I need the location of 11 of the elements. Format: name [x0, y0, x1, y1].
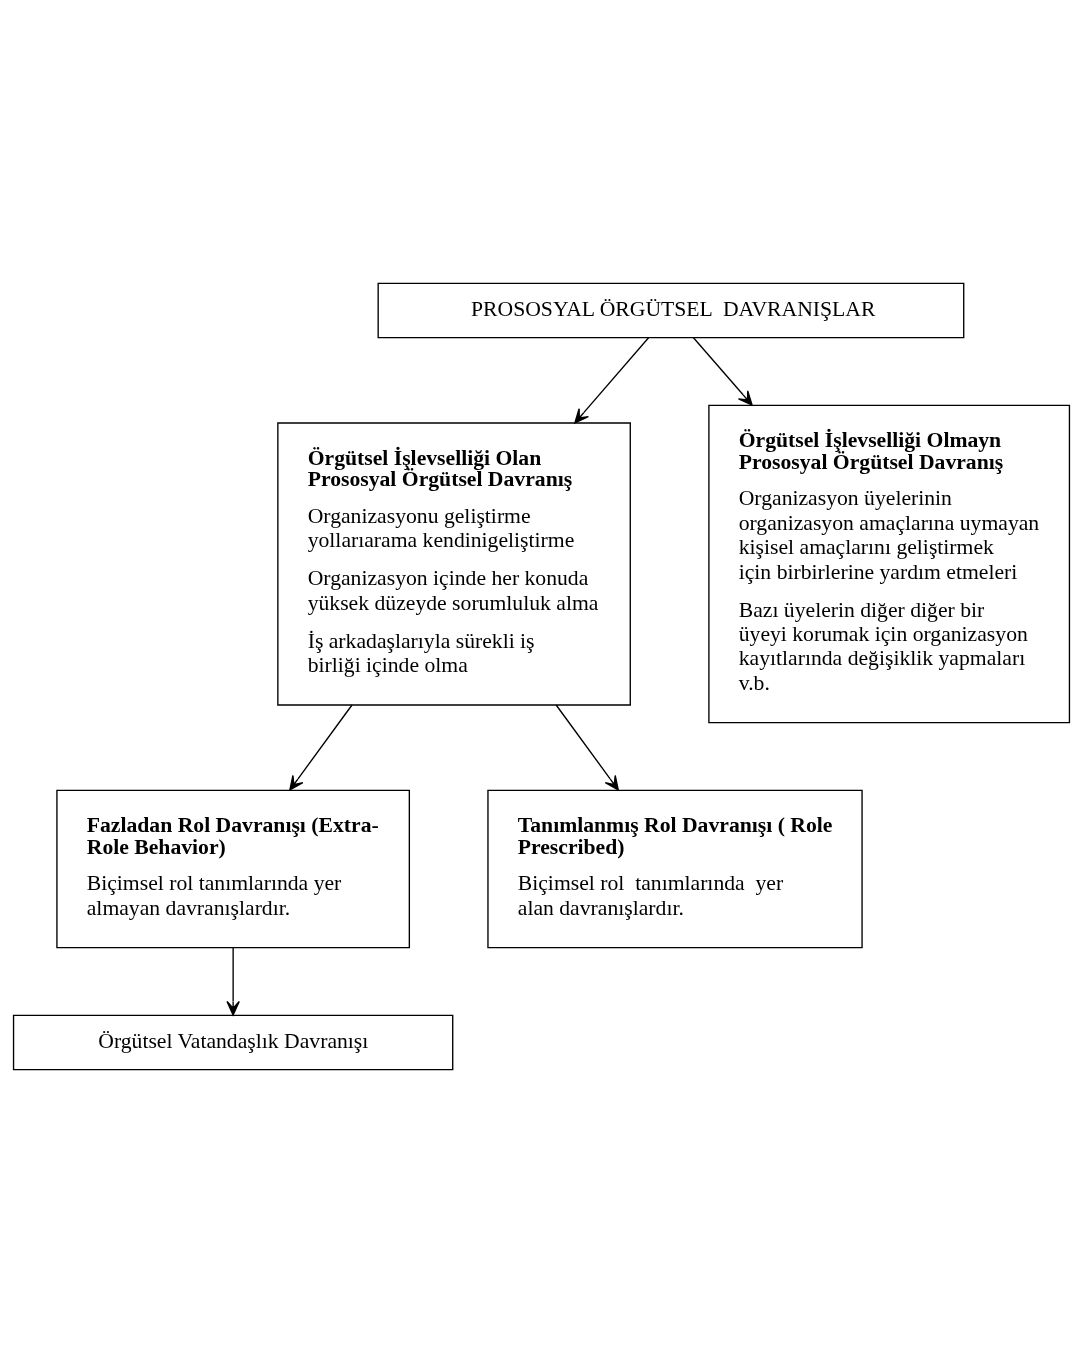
arrow — [692, 336, 753, 406]
arrow — [574, 336, 650, 424]
arrow — [289, 703, 353, 791]
arrow — [226, 946, 240, 1016]
node-box: Örgütsel İşlevselliği Olan Prososyal Örgütsel Davranış Organizasyonu geliştirme yollarıarama kendinigeliştirme Organizasyon içinde her konuda yüksek düzeyde sorumluluk alma İş arkadaşlarıyla sürekli iş birliği içinde olma — [277, 421, 631, 706]
node-box: Fazladan Rol Davranışı (Extra-Role Behavior) Biçimsel rol tanımlarında yer almayan davranışlardır. — [56, 789, 410, 948]
arrow — [555, 703, 619, 791]
node-box: Örgütsel Vatandaşlık Davranışı — [12, 1014, 454, 1070]
node-box: Tanımlanmış Rol Davranışı ( Role Prescribed) Biçimsel rol tanımlarında yer alan davranışlardır. — [487, 789, 863, 948]
node-box: Örgütsel İşlevselliği Olmayn Prososyal Örgütsel Davranış Organizasyon üyelerinin organizasyon amaçlarına uymayan kişisel amaçlarını geliştirmek için birbirlerine yardım etmeleri Bazı üyelerin diğer diğer bir üyeyi korumak için organizasyon kayıtlarında değişiklik yapmaları v.b. — [708, 404, 1071, 723]
node-box: PROSOSYAL ÖRGÜTSEL DAVRANIŞLAR — [377, 282, 965, 338]
